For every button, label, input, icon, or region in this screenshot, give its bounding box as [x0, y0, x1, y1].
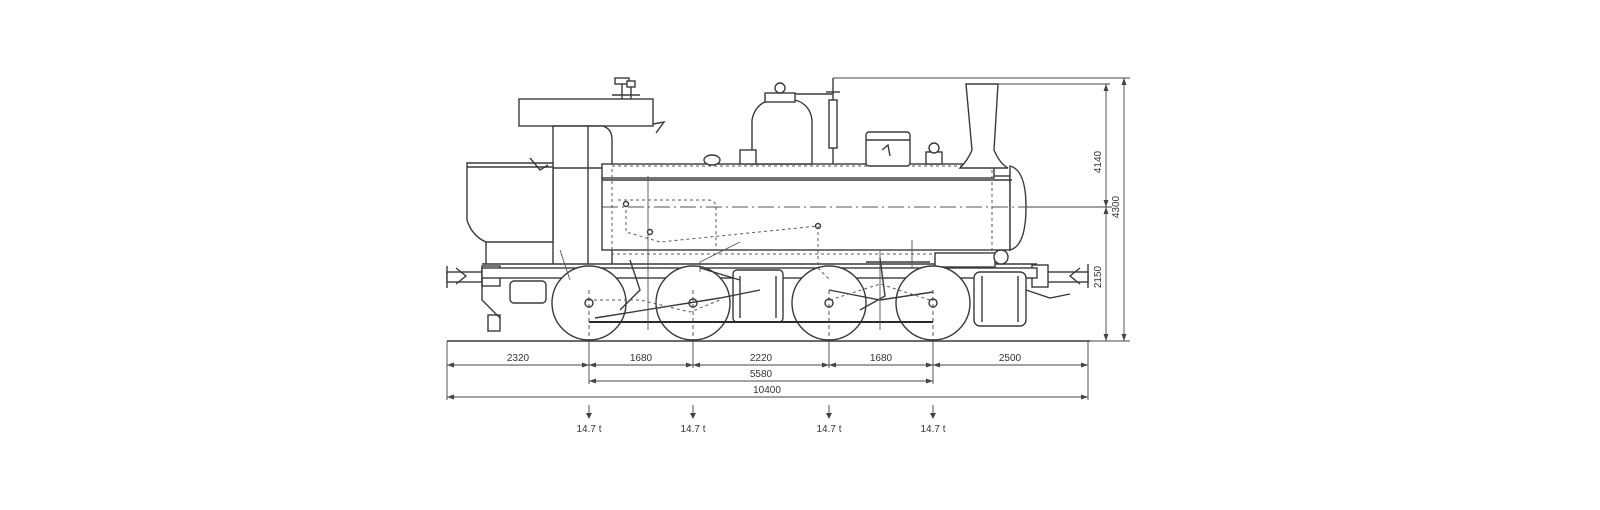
sand-box — [865, 131, 911, 167]
dim-label-2: 1680 — [630, 353, 653, 364]
boiler — [601, 163, 1040, 251]
chimney — [958, 83, 1009, 169]
buffer-right — [1031, 264, 1089, 288]
dimension-lines — [446, 290, 1089, 400]
dim-label-1: 2320 — [507, 353, 530, 364]
dim-label-5: 2500 — [999, 353, 1022, 364]
whistle — [826, 78, 840, 164]
axle-load-2: 14.7 t — [680, 424, 705, 435]
dim-label-lower: 2150 — [1093, 265, 1104, 288]
valve-gear — [588, 176, 934, 330]
dim-label-upper: 4140 — [1093, 150, 1104, 173]
dim-label-length: 10400 — [753, 385, 781, 396]
dim-label-4: 1680 — [870, 353, 893, 364]
cylinder-rear — [732, 269, 784, 323]
cylinder-front — [973, 271, 1071, 327]
piping — [559, 200, 831, 281]
rear-step-box — [509, 280, 547, 304]
vertical-dimension-lines — [833, 77, 1130, 342]
axle-load-arrows — [586, 405, 936, 419]
axle-load-1: 14.7 t — [576, 424, 601, 435]
safety-valve — [925, 142, 943, 165]
axle-load-3: 14.7 t — [816, 424, 841, 435]
coal-bunker — [466, 157, 554, 264]
axle-load-4: 14.7 t — [920, 424, 945, 435]
dim-label-3: 2220 — [750, 353, 773, 364]
dim-label-total: 4300 — [1111, 195, 1122, 218]
dim-label-wheelbase: 5580 — [750, 369, 773, 380]
side-tank — [611, 165, 993, 255]
steam-dome — [751, 82, 833, 165]
